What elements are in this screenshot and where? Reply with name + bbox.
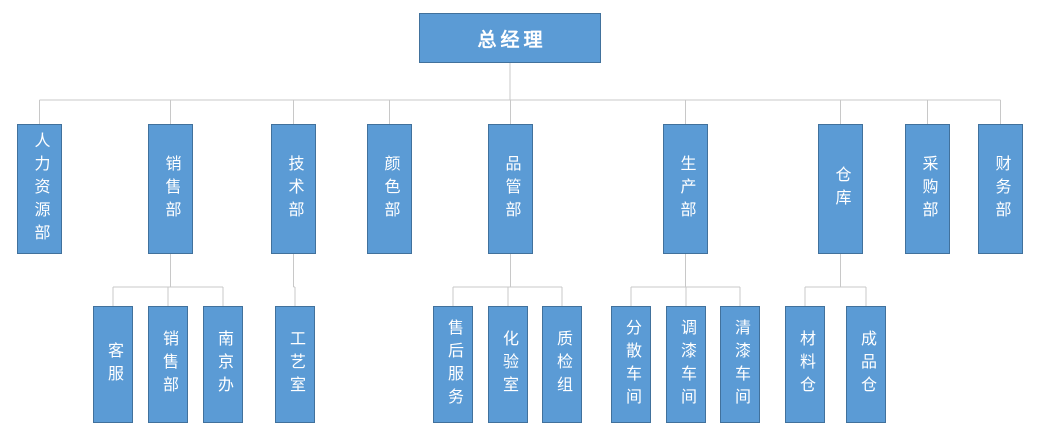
org-node-sales-dept[interactable]: 销售部 <box>148 124 193 254</box>
org-node-label-materials-warehouse: 材料仓 <box>797 330 814 399</box>
org-node-finance-dept[interactable]: 财务部 <box>978 124 1023 254</box>
org-node-materials-warehouse[interactable]: 材料仓 <box>785 306 825 423</box>
org-node-dispersion-workshop[interactable]: 分散车间 <box>611 306 651 423</box>
org-node-label-customer-service: 客服 <box>105 341 122 388</box>
org-node-lab-room[interactable]: 化验室 <box>488 306 528 423</box>
org-node-customer-service[interactable]: 客服 <box>93 306 133 423</box>
org-node-label-nanjing-office: 南京办 <box>215 330 232 399</box>
org-node-label-purchasing-dept: 采购部 <box>919 154 937 224</box>
org-node-label-after-sales-service: 售后服务 <box>445 318 462 411</box>
org-node-label-quality-inspection-group: 质检组 <box>554 330 571 399</box>
org-node-label-dispersion-workshop: 分散车间 <box>623 318 640 411</box>
org-node-quality-inspection-group[interactable]: 质检组 <box>542 306 582 423</box>
org-node-quality-dept[interactable]: 品管部 <box>488 124 533 254</box>
org-node-sales-office[interactable]: 销售部 <box>148 306 188 423</box>
org-node-color-dept[interactable]: 颜色部 <box>367 124 412 254</box>
org-node-label-production-dept: 生产部 <box>677 154 695 224</box>
org-node-production-dept[interactable]: 生产部 <box>663 124 708 254</box>
org-node-nanjing-office[interactable]: 南京办 <box>203 306 243 423</box>
org-node-label-finance-dept: 财务部 <box>992 154 1010 224</box>
org-node-craft-room[interactable]: 工艺室 <box>275 306 315 423</box>
org-node-hr-dept[interactable]: 人力资源部 <box>17 124 62 254</box>
org-node-label-finished-goods-warehouse: 成品仓 <box>858 330 875 399</box>
org-node-label-general-manager: 总经理 <box>477 29 547 51</box>
org-node-label-warehouse: 仓库 <box>832 166 850 212</box>
org-node-label-varnish-workshop: 清漆车间 <box>732 318 749 411</box>
org-node-purchasing-dept[interactable]: 采购部 <box>905 124 950 254</box>
org-node-finished-goods-warehouse[interactable]: 成品仓 <box>846 306 886 423</box>
org-node-label-hr-dept: 人力资源部 <box>31 131 49 247</box>
org-node-label-paint-mixing-workshop: 调漆车间 <box>678 318 695 411</box>
org-node-label-sales-office: 销售部 <box>160 330 177 399</box>
org-node-label-quality-dept: 品管部 <box>502 154 520 224</box>
org-node-general-manager[interactable]: 总经理 <box>419 13 601 63</box>
org-node-label-lab-room: 化验室 <box>500 330 517 399</box>
org-node-tech-dept[interactable]: 技术部 <box>271 124 316 254</box>
org-node-warehouse[interactable]: 仓库 <box>818 124 863 254</box>
org-node-varnish-workshop[interactable]: 清漆车间 <box>720 306 760 423</box>
org-node-label-sales-dept: 销售部 <box>162 154 180 224</box>
org-node-label-color-dept: 颜色部 <box>381 154 399 224</box>
org-node-paint-mixing-workshop[interactable]: 调漆车间 <box>666 306 706 423</box>
org-node-label-craft-room: 工艺室 <box>287 330 304 399</box>
org-node-after-sales-service[interactable]: 售后服务 <box>433 306 473 423</box>
org-node-label-tech-dept: 技术部 <box>285 154 303 224</box>
